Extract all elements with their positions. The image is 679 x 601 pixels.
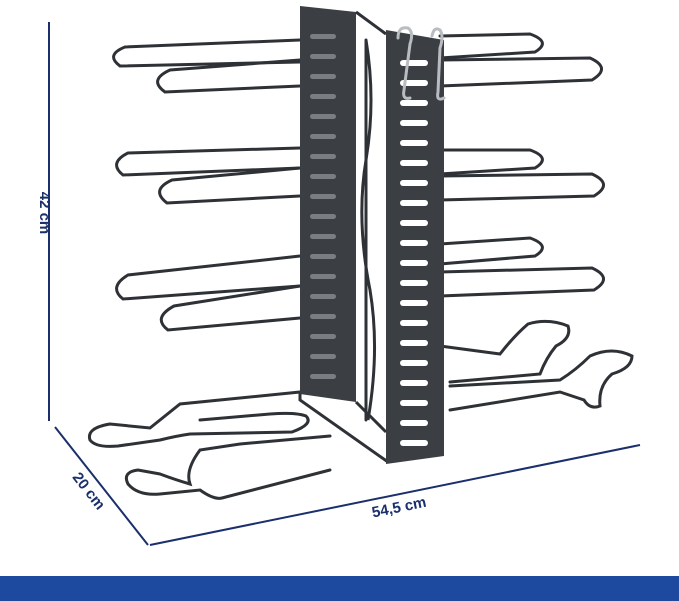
height-label: 42 cm — [36, 192, 53, 235]
hook-icon — [396, 26, 446, 101]
rack-wire-arms — [87, 32, 634, 500]
footer-bar — [0, 576, 679, 601]
divider-rod — [360, 39, 377, 421]
rack-frame — [300, 6, 444, 464]
width-dimension — [149, 444, 641, 546]
depth-dimension — [54, 426, 149, 546]
rear-upright-slots — [310, 34, 336, 379]
depth-label: 20 cm — [69, 469, 109, 513]
